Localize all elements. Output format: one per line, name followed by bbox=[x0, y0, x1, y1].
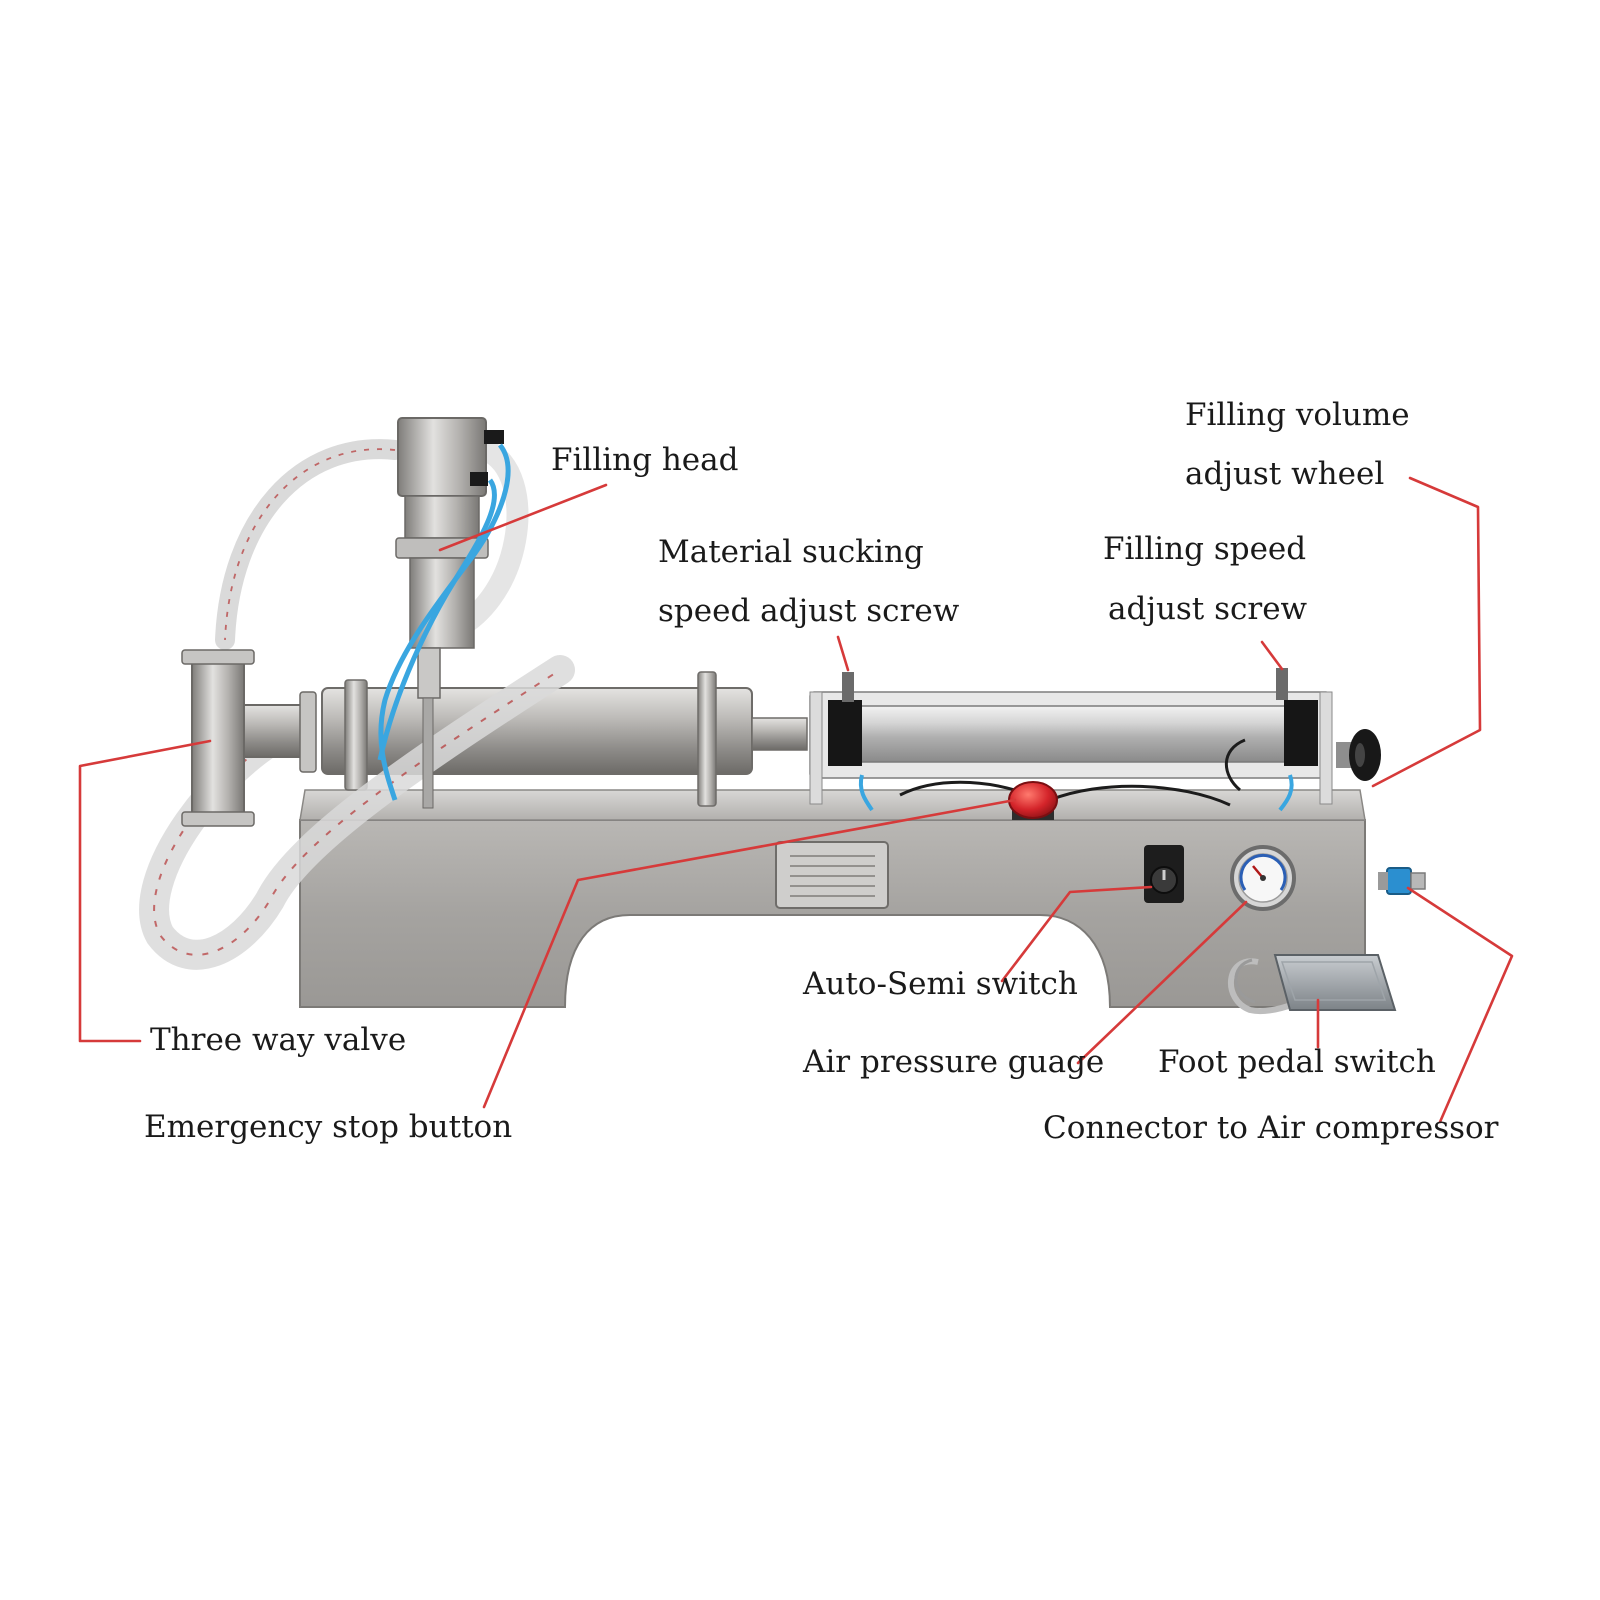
leader-filling-volume bbox=[1371, 476, 1482, 788]
filling-head bbox=[395, 417, 504, 809]
auto-semi-switch bbox=[1144, 845, 1184, 903]
leader-connector bbox=[1406, 886, 1514, 1124]
leader-material-sucking bbox=[836, 635, 850, 672]
label-filling-speed-line1: Filling speed bbox=[1103, 531, 1307, 567]
label-air-pressure: Air pressure guage bbox=[803, 1044, 1105, 1080]
leader-filling-head bbox=[438, 483, 608, 552]
leader-lines bbox=[78, 476, 1514, 1124]
three-way-valve bbox=[181, 649, 317, 827]
label-three-way-valve: Three way valve bbox=[150, 1022, 407, 1058]
label-filling-volume-line1: Filling volume bbox=[1185, 397, 1410, 433]
label-foot-pedal: Foot pedal switch bbox=[1158, 1044, 1436, 1080]
label-material-sucking-line2: speed adjust screw bbox=[658, 593, 960, 629]
label-filling-volume-line2: adjust wheel bbox=[1185, 456, 1385, 492]
pressure-gauge-icon bbox=[1230, 845, 1296, 911]
leader-three-way-valve bbox=[78, 739, 212, 1043]
emergency-stop bbox=[1008, 781, 1058, 820]
volume-adjust-wheel bbox=[1336, 729, 1381, 781]
label-connector: Connector to Air compressor bbox=[1043, 1110, 1499, 1146]
label-auto-semi: Auto-Semi switch bbox=[803, 966, 1078, 1002]
leader-auto-semi bbox=[1000, 885, 1153, 983]
label-emergency-stop: Emergency stop button bbox=[144, 1109, 513, 1145]
label-filling-speed-line2: adjust screw bbox=[1108, 591, 1308, 627]
nameplate bbox=[775, 841, 889, 909]
machine-base bbox=[299, 789, 1366, 1008]
foot-pedal-icon bbox=[1227, 954, 1397, 1015]
pneumatic-cylinder bbox=[809, 668, 1333, 807]
leader-filling-speed bbox=[1260, 640, 1284, 671]
label-filling-head: Filling head bbox=[551, 442, 739, 478]
air-connector bbox=[1378, 867, 1426, 895]
air-tubes bbox=[377, 443, 1294, 812]
leader-air-pressure bbox=[1076, 900, 1248, 1065]
label-material-sucking-line1: Material sucking bbox=[658, 534, 924, 570]
leader-emergency-stop bbox=[482, 798, 1017, 1109]
